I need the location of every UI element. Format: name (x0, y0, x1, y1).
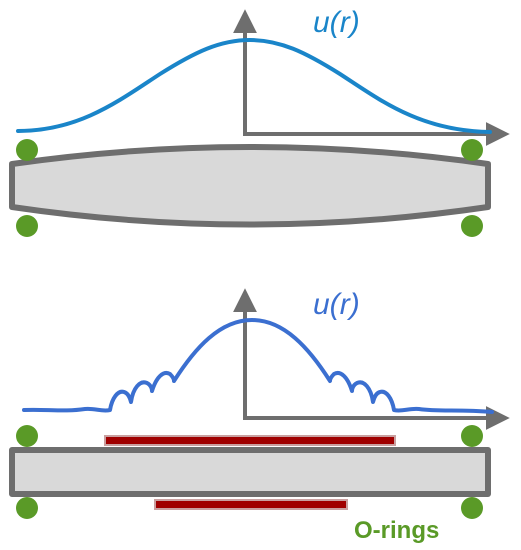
top-oring-top-right (461, 139, 483, 161)
bottom-u-label-close: ) (347, 288, 360, 321)
top-plate (9, 144, 491, 228)
bottom-oring-bottom-left (16, 497, 38, 519)
bottom-bottom-electrode (154, 499, 348, 510)
bottom-u-label-prefix: u( (313, 288, 343, 321)
bottom-oring-top-right (461, 425, 483, 447)
top-u-label-prefix: u( (313, 6, 343, 39)
top-diagram: u(r) (9, 6, 510, 237)
top-u-label-r: r (340, 6, 351, 39)
bottom-displacement-curve (22, 318, 494, 414)
bottom-oring-top-left (16, 425, 38, 447)
top-u-label: u(r) (313, 6, 360, 39)
bottom-diagram: u(r) O-rings (9, 288, 510, 544)
bottom-oring-bottom-right (461, 497, 483, 519)
top-u-label-close: ) (347, 6, 360, 39)
top-oring-top-left (16, 139, 38, 161)
bottom-top-electrode (104, 435, 396, 446)
bottom-plate (9, 447, 491, 497)
top-oring-bottom-left (16, 215, 38, 237)
top-displacement-curve (16, 37, 492, 134)
bottom-u-label-r: r (340, 288, 351, 321)
top-oring-bottom-right (461, 215, 483, 237)
oring-label: O-rings (354, 517, 439, 544)
bottom-u-label: u(r) (313, 288, 360, 321)
